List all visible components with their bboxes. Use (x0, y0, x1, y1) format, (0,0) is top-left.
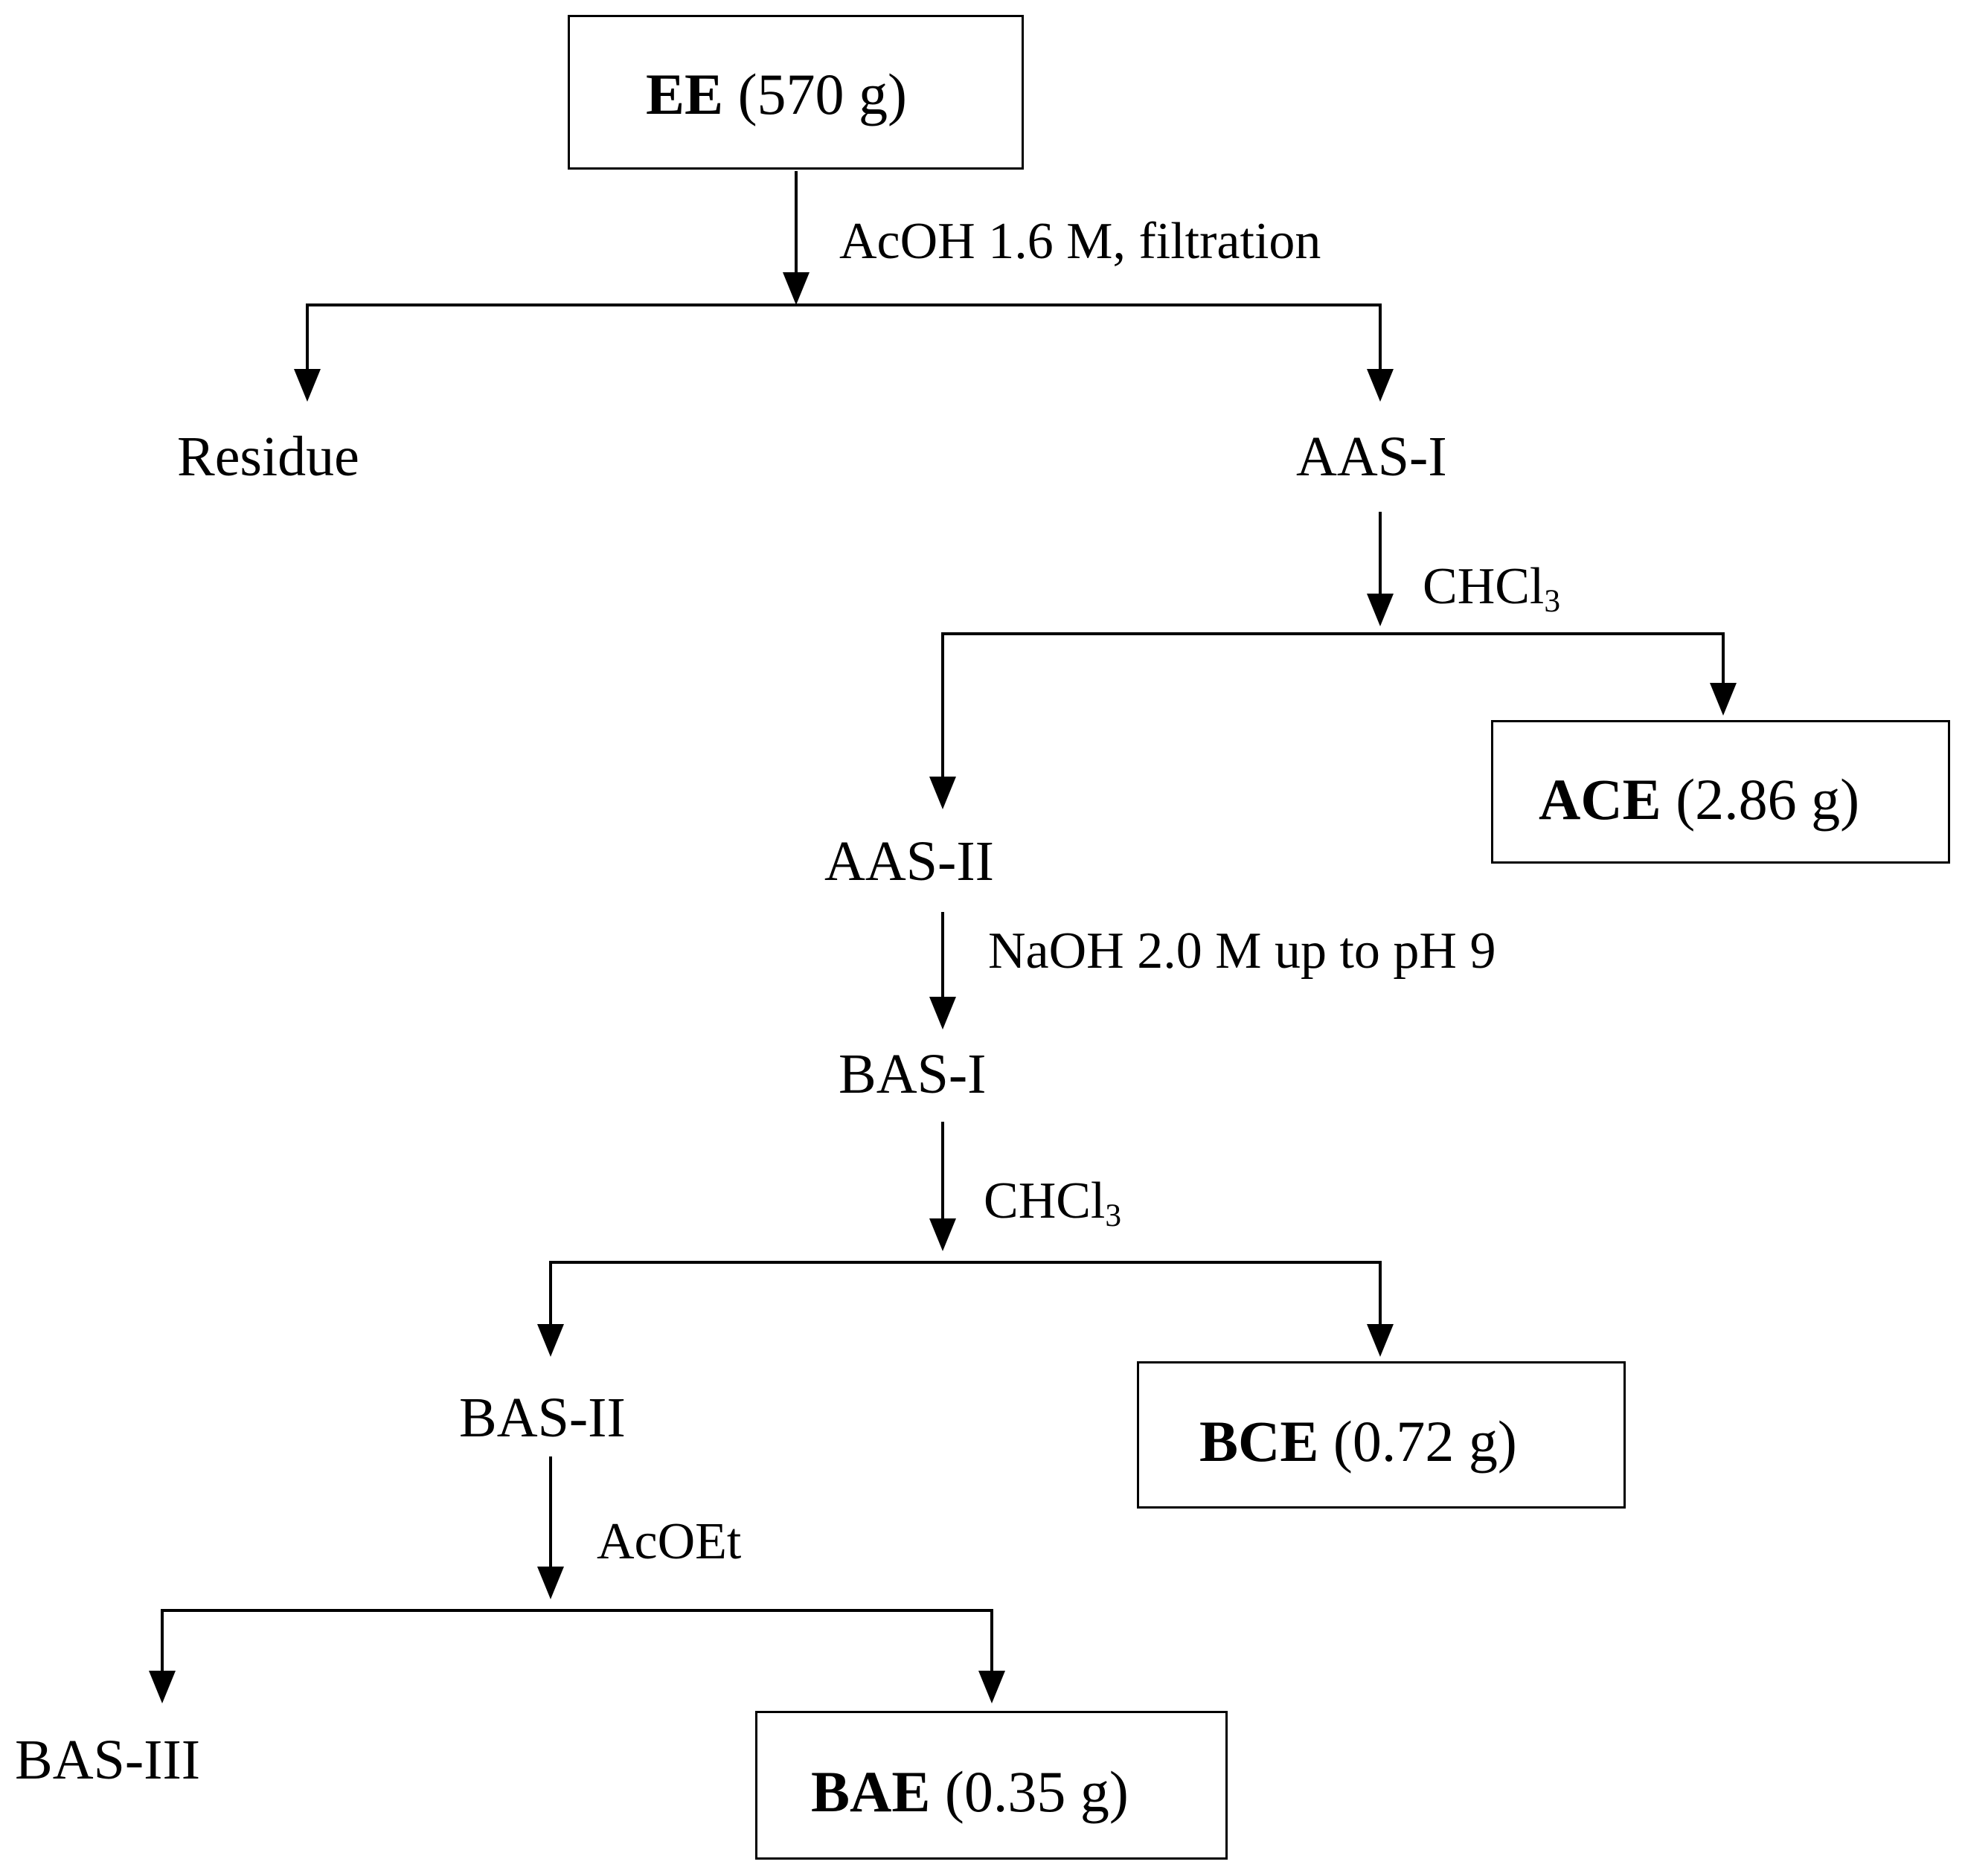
bae-box (755, 1711, 1228, 1860)
step-acoh-label: AcOH 1.6 M, filtration (839, 213, 1321, 270)
chcl3-a-sub: 3 (1544, 582, 1561, 619)
arrowhead (783, 272, 810, 305)
ee-amount: (570 g) (737, 62, 908, 126)
arrowhead (929, 1218, 956, 1251)
bce-amount: (0.72 g) (1333, 1409, 1517, 1474)
bce-label: BCE (0.72 g) (1199, 1413, 1517, 1471)
arrowhead (1367, 369, 1394, 402)
ace-label: ACE (2.86 g) (1539, 771, 1859, 829)
bae-name: BAE (811, 1759, 931, 1824)
arrowhead (978, 1671, 1005, 1703)
arrowhead (294, 369, 321, 402)
residue-label: Residue (177, 425, 359, 488)
bce-box (1137, 1361, 1626, 1509)
aas1-label: AAS-I (1296, 425, 1447, 488)
arrowhead (1367, 1324, 1394, 1357)
step-chcl3-b-label: CHCl3 (984, 1175, 1121, 1232)
arrowhead (929, 777, 956, 809)
arrowhead (1710, 683, 1737, 716)
arrowhead (149, 1671, 176, 1703)
aas2-label: AAS-II (824, 830, 994, 893)
ace-amount: (2.86 g) (1676, 767, 1860, 832)
step-chcl3-a-label: CHCl3 (1423, 561, 1560, 617)
step-naoh-label: NaOH 2.0 M up to pH 9 (988, 922, 1496, 980)
bae-label: BAE (0.35 g) (811, 1763, 1129, 1821)
ace-box (1491, 720, 1950, 864)
ee-box (568, 15, 1024, 170)
bas1-label: BAS-I (839, 1043, 987, 1105)
chcl3-b-base: CHCl (984, 1172, 1106, 1230)
ace-name: ACE (1539, 767, 1661, 832)
step-acoet-label: AcOEt (597, 1513, 742, 1570)
bce-name: BCE (1199, 1409, 1319, 1474)
arrowhead (537, 1324, 564, 1357)
bae-amount: (0.35 g) (944, 1759, 1129, 1824)
bas2-label: BAS-II (459, 1387, 626, 1449)
chcl3-a-base: CHCl (1423, 558, 1545, 615)
chcl3-b-sub: 3 (1105, 1197, 1122, 1233)
arrowhead (1367, 594, 1394, 626)
arrowhead (929, 997, 956, 1029)
arrowhead (537, 1567, 564, 1599)
ee-name: EE (646, 62, 724, 126)
bas3-label: BAS-III (15, 1729, 201, 1791)
ee-label: EE (570 g) (646, 65, 907, 123)
